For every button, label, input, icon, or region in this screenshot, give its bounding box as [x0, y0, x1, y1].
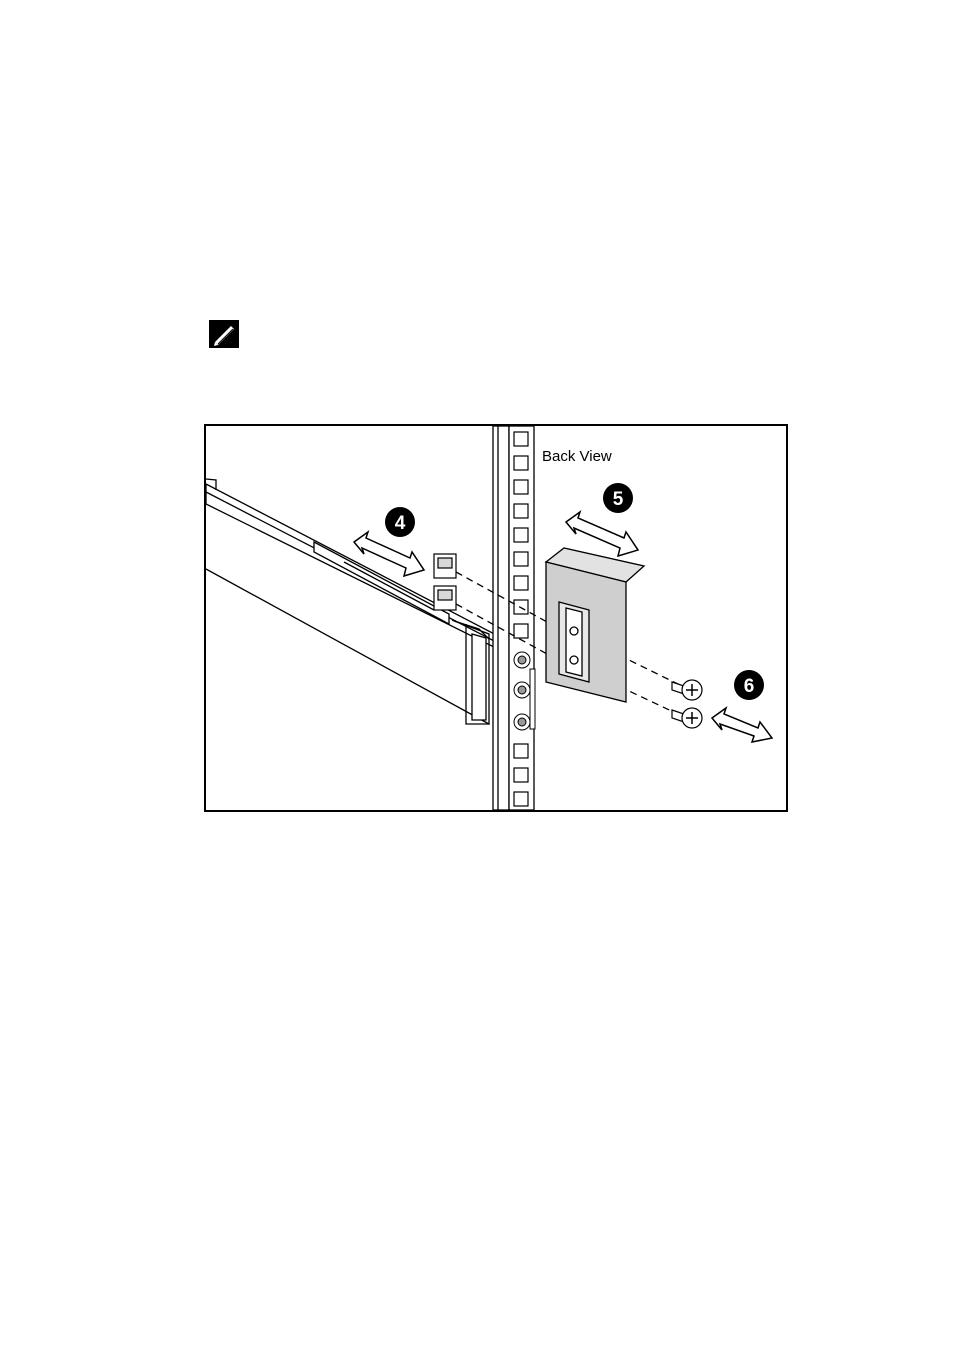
rack-rail-illustration: 4 5 6 Back View — [204, 424, 788, 812]
callout-4: 4 — [385, 507, 415, 537]
rack-hole — [514, 528, 528, 542]
note-icon — [209, 320, 239, 348]
rack-hole — [514, 552, 528, 566]
rack-hole — [514, 432, 528, 446]
rack-hole — [514, 576, 528, 590]
rack-hole — [514, 768, 528, 782]
back-view-label: Back View — [542, 448, 612, 465]
callout-6-text: 6 — [744, 676, 755, 697]
rack-hole — [514, 456, 528, 470]
rack-hole — [514, 744, 528, 758]
callout-5-text: 5 — [613, 489, 624, 510]
callout-4-text: 4 — [395, 513, 406, 534]
rack-hole — [514, 480, 528, 494]
callout-6: 6 — [734, 670, 764, 700]
rack-hole — [514, 792, 528, 806]
rack-hole — [514, 624, 528, 638]
callout-5: 5 — [603, 483, 633, 513]
rack-hole — [514, 504, 528, 518]
